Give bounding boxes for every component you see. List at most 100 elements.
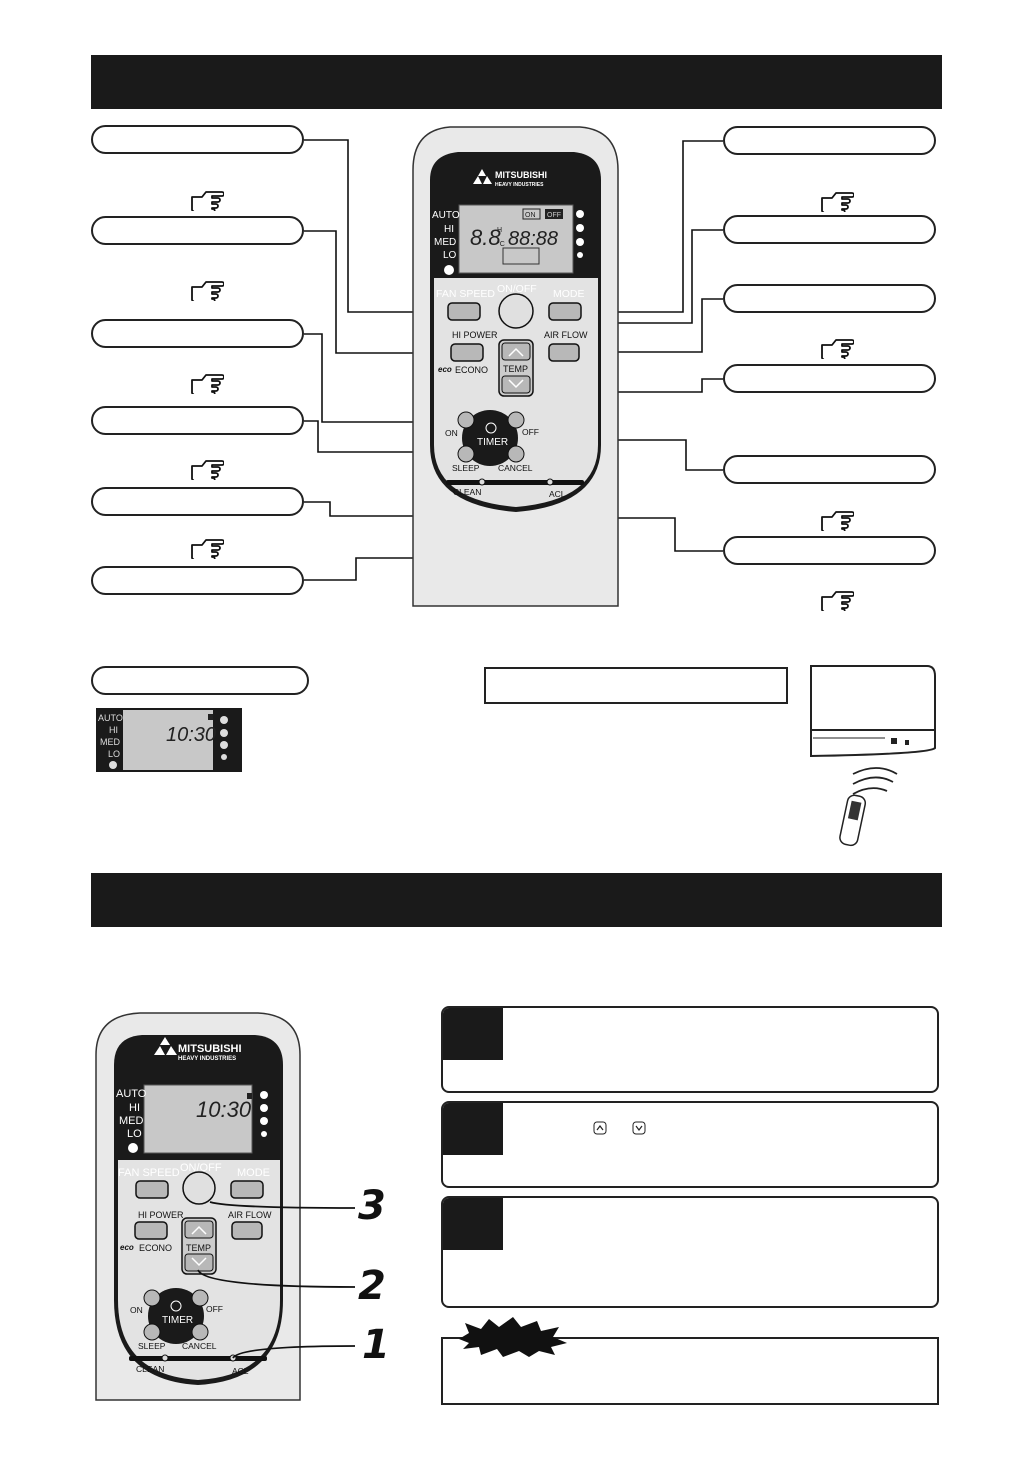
label-pill-left-1 [91, 125, 304, 154]
callout-number-1: 1 [362, 1322, 390, 1368]
econo-label: ECONO [139, 1243, 172, 1253]
chevron-up-icon [508, 347, 524, 357]
temp-up-button[interactable] [501, 342, 531, 361]
label-pill-left-6 [91, 566, 304, 595]
label-pill-clock [91, 666, 309, 695]
brand-name: MITSUBISHI [495, 170, 547, 180]
mitsubishi-logo-icon [154, 1037, 177, 1055]
temp-arrow-icons [593, 1121, 646, 1135]
on-off-button[interactable] [182, 1171, 216, 1205]
econo-label: ECONO [455, 365, 488, 375]
lcd-hi-tag: H [497, 227, 502, 234]
acl-label: ACL [232, 1366, 249, 1376]
timer-on-label: ON [445, 428, 458, 438]
timer-label: TIMER [162, 1315, 193, 1326]
chevron-up-icon [596, 1125, 604, 1131]
label-pill-right-4 [723, 364, 936, 393]
mode-label-auto: AUTO [432, 210, 460, 221]
mode-label-hi: HI [444, 224, 454, 235]
temp-down-button[interactable] [501, 375, 531, 394]
lcd-time-digits: 88:88 [508, 228, 558, 250]
timer-off-label: OFF [206, 1304, 223, 1314]
remote-zoomed-diagram: MITSUBISHI HEAVY INDUSTRIES AUTO HI MED … [95, 1012, 356, 1401]
mode-icons [576, 210, 584, 258]
air-flow-button[interactable] [231, 1221, 263, 1240]
temp-down-button[interactable] [184, 1253, 214, 1272]
sleep-button[interactable] [143, 1323, 161, 1341]
mode-label-med: MED [434, 237, 456, 248]
brand-sub: HEAVY INDUSTRIES [178, 1056, 236, 1062]
cancel-label: CANCEL [498, 463, 533, 473]
fan-icon [128, 1143, 138, 1153]
brand-name: MITSUBISHI [178, 1043, 242, 1055]
label-pill-right-5 [723, 455, 936, 484]
label-pill-right-2 [723, 215, 936, 244]
on-off-label: ON/OFF [180, 1162, 222, 1174]
eco-prefix: eco [120, 1243, 134, 1252]
mode-button[interactable] [548, 302, 582, 321]
fan-speed-label: FAN SPEED [118, 1167, 180, 1179]
note-burst-icon [459, 1317, 567, 1357]
timer-off-label: OFF [522, 427, 539, 437]
mode-icons [220, 716, 228, 760]
clean-button[interactable] [478, 478, 486, 486]
clock-mode-auto: AUTO [98, 713, 123, 723]
cancel-button[interactable] [507, 445, 525, 463]
on-off-button[interactable] [498, 293, 534, 329]
clock-mode-hi: HI [109, 725, 118, 735]
eco-prefix: eco [438, 365, 452, 374]
callout-number-3: 3 [358, 1183, 386, 1229]
clock-mode-lo: LO [108, 749, 120, 759]
timer-on-button[interactable] [457, 411, 475, 429]
brand-sub: HEAVY INDUSTRIES [495, 182, 544, 188]
remote-diagram: MITSUBISHI HEAVY INDUSTRIES AUTO HI MED … [304, 126, 723, 607]
mode-label: MODE [553, 288, 585, 300]
step-box-1 [441, 1006, 939, 1093]
fan-speed-button[interactable] [447, 302, 481, 321]
chevron-down-icon [191, 1257, 207, 1267]
clock-icon [170, 1300, 182, 1312]
chevron-up-icon [191, 1225, 207, 1235]
temp-up-button[interactable] [184, 1220, 214, 1239]
lcd-temp-digits: 8.8 [470, 225, 501, 250]
hi-power-button[interactable] [450, 343, 484, 362]
mode-icons [260, 1091, 268, 1137]
label-pill-right-1 [723, 126, 936, 155]
timer-on-label: ON [130, 1305, 143, 1315]
section-header-band-2 [91, 873, 942, 927]
timer-on-button[interactable] [143, 1289, 161, 1307]
clean-label: CLEAN [453, 487, 481, 497]
acl-button[interactable] [546, 478, 554, 486]
mode-label-lo: LO [443, 250, 457, 261]
air-flow-button[interactable] [548, 343, 580, 362]
hi-power-button[interactable] [134, 1221, 168, 1240]
mode-label-med: MED [119, 1115, 144, 1127]
clock-display-example: AUTO HI MED LO 10:30 [96, 708, 242, 772]
temp-label: TEMP [186, 1243, 211, 1253]
sleep-button[interactable] [457, 445, 475, 463]
clock-time: 10:30 [166, 724, 216, 746]
label-pill-left-2 [91, 216, 304, 245]
step-box-3 [441, 1196, 939, 1308]
clock-icon [485, 422, 497, 434]
acl-label: ACL [549, 489, 566, 499]
note-label-box [484, 667, 788, 704]
timer-label: TIMER [477, 437, 508, 448]
on-off-label: ON/OFF [497, 283, 537, 295]
lcd-unit: °C [497, 240, 505, 248]
temp-label: TEMP [503, 364, 528, 374]
clean-button[interactable] [161, 1354, 169, 1362]
mode-label-auto: AUTO [116, 1088, 147, 1100]
clock-mode-med: MED [100, 737, 121, 747]
fan-icon [444, 265, 454, 275]
fan-speed-button[interactable] [135, 1180, 169, 1199]
timer-off-button[interactable] [507, 411, 525, 429]
hi-power-label: HI POWER [452, 330, 498, 340]
mode-button[interactable] [230, 1180, 264, 1199]
mode-label-lo: LO [127, 1128, 142, 1140]
cancel-button[interactable] [191, 1323, 209, 1341]
chevron-down-icon [508, 379, 524, 389]
label-pill-right-3 [723, 284, 936, 313]
timer-off-button[interactable] [191, 1289, 209, 1307]
step-number-block [443, 1198, 503, 1250]
